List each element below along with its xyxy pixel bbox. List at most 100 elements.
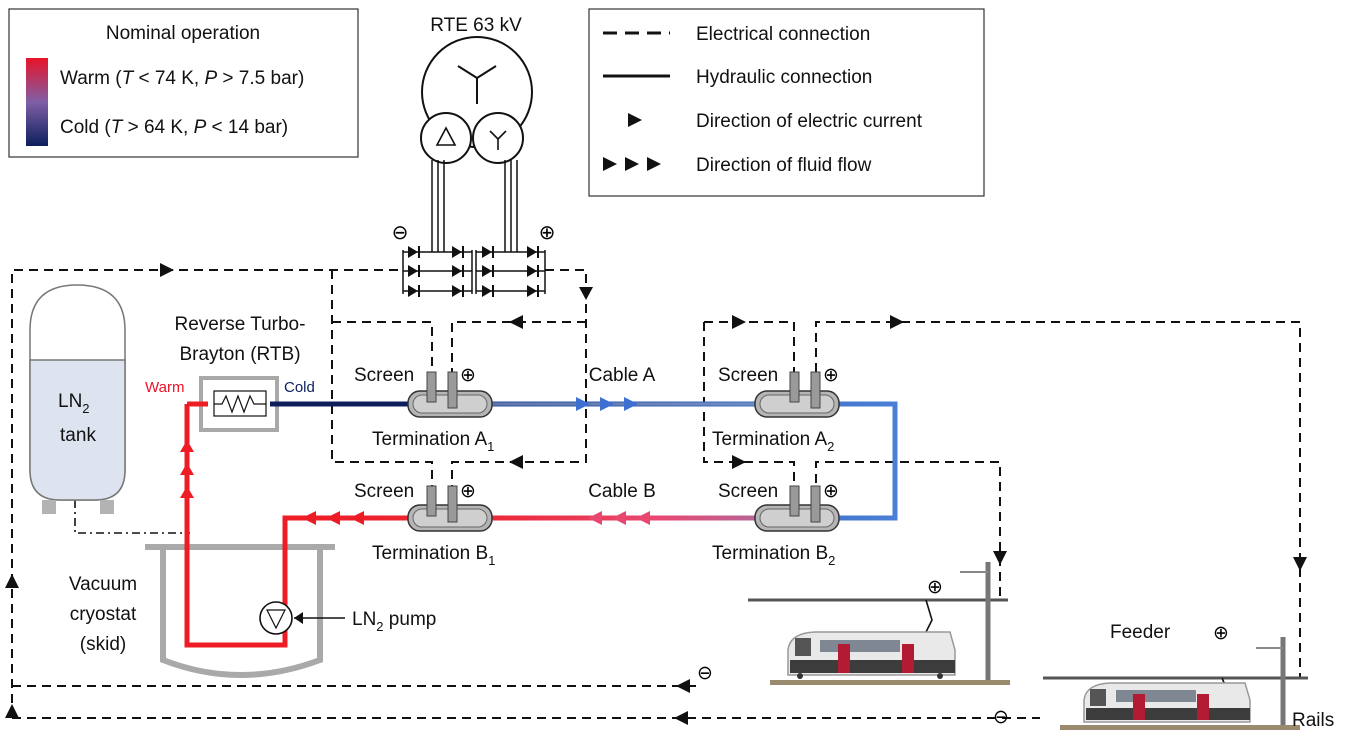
return-bus-left	[11, 269, 400, 718]
legend-nominal-title: Nominal operation	[106, 23, 260, 44]
rtb-label-line1: Reverse Turbo-	[175, 314, 306, 335]
legend-nominal-frame	[8, 8, 359, 158]
legend-cold-label: Cold (T > 64 K, P < 14 bar)	[60, 117, 288, 138]
rtb-unit: Reverse Turbo- Brayton (RTB) Warm Cold	[145, 314, 315, 432]
legend-line-types: Electrical connection Hydraulic connecti…	[588, 8, 985, 197]
current-arrow-icon	[509, 315, 523, 329]
legend-fluid-label: Direction of fluid flow	[696, 155, 872, 176]
plus-terminal-icon: ⊕	[823, 481, 839, 502]
screen-label: Screen	[354, 481, 414, 502]
vacuum-cryostat: Vacuum cryostat (skid)	[69, 544, 335, 678]
flow-arrow-icon	[350, 511, 364, 525]
current-arrow-icon	[628, 113, 642, 127]
rte-transformer: RTE 63 kV	[420, 15, 533, 252]
cryostat-label-1: Vacuum	[69, 574, 137, 595]
termination-b1: Screen ⊕ Termination B1	[354, 481, 495, 568]
termination-a1-label: Termination A1	[372, 429, 494, 454]
plus-terminal-icon: ⊕	[1213, 623, 1229, 644]
cable-a-label: Cable A	[589, 365, 656, 386]
pointer-arrow-icon	[294, 612, 303, 624]
screen-label: Screen	[718, 481, 778, 502]
catenary-1: ⊕	[748, 562, 1010, 685]
flow-arrow-icon	[625, 157, 639, 171]
minus-terminal-icon: ⊖	[697, 663, 713, 684]
flow-arrow-icon	[603, 157, 617, 171]
screen-label: Screen	[354, 365, 414, 386]
termination-a2: Screen ⊕ Termination A2	[712, 365, 840, 454]
rail-track	[1060, 725, 1300, 730]
flow-arrow-icon	[180, 440, 194, 452]
flow-arrow-icon	[302, 511, 316, 525]
feeder-label: Feeder	[1110, 622, 1171, 643]
train-2	[1083, 682, 1251, 723]
termination-b1-label: Termination B1	[372, 543, 495, 568]
cable-a-pipe	[410, 401, 898, 521]
train-1	[787, 631, 956, 679]
rails-label: Rails	[1292, 710, 1334, 731]
current-arrow-icon	[579, 287, 593, 300]
rte-label: RTE 63 kV	[430, 15, 522, 36]
minus-terminal-icon: ⊖	[392, 222, 409, 244]
flow-arrow-icon	[624, 397, 638, 411]
wye-symbol-icon	[489, 130, 507, 150]
wye-symbol-icon	[457, 65, 497, 104]
current-arrow-icon	[5, 574, 19, 588]
legend-warm-label: Warm (T < 74 K, P > 7.5 bar)	[60, 68, 304, 89]
plus-terminal-icon: ⊕	[823, 365, 839, 386]
tank-liquid	[29, 359, 126, 501]
current-arrow-icon	[160, 263, 174, 277]
current-arrow-icon	[1293, 557, 1307, 571]
temperature-gradient-swatch	[26, 58, 48, 146]
cryostat-label-3: (skid)	[80, 634, 126, 655]
plus-terminal-icon: ⊕	[927, 577, 943, 598]
screen-label: Screen	[718, 365, 778, 386]
hydraulic-loop	[180, 397, 898, 648]
plus-terminal-icon: ⊕	[460, 481, 476, 502]
rtb-warm-label: Warm	[145, 379, 184, 396]
cryostat-label-2: cryostat	[70, 604, 137, 625]
current-arrow-icon	[676, 679, 690, 693]
plus-bus-a1-b1	[451, 269, 587, 498]
current-arrow-icon	[993, 551, 1007, 565]
termination-b2-label: Termination B2	[712, 543, 835, 568]
flow-arrow-icon	[588, 511, 602, 525]
legend-electrical-label: Electrical connection	[696, 24, 870, 45]
rectifier-bridge: ⊖ ⊕	[392, 222, 556, 297]
rtb-cold-label: Cold	[284, 379, 315, 396]
diode-icons	[408, 246, 539, 297]
current-arrow-icon	[674, 711, 688, 725]
legend-nominal-operation: Nominal operation Warm (T < 74 K, P > 7.…	[8, 8, 359, 158]
current-arrow-icon	[5, 704, 19, 718]
current-arrow-icon	[509, 455, 523, 469]
tank-label-line2: tank	[60, 425, 96, 446]
minus-terminal-icon: ⊖	[993, 707, 1009, 728]
rtb-label-line2: Brayton (RTB)	[179, 344, 300, 365]
termination-a2-label: Termination A2	[712, 429, 834, 454]
flow-arrow-icon	[180, 463, 194, 475]
catenary-2: Feeder ⊕ Rails	[1043, 622, 1334, 731]
rail-track	[770, 680, 1010, 685]
flow-arrow-icon	[180, 486, 194, 498]
termination-a1: Screen ⊕ Termination A1	[354, 365, 494, 454]
flow-arrow-icon	[576, 397, 590, 411]
flow-arrow-icon	[326, 511, 340, 525]
cable-b-label: Cable B	[588, 481, 656, 502]
ln2-pump: LN2 pump	[259, 601, 436, 635]
current-arrow-icon	[732, 315, 746, 329]
current-arrow-icon	[732, 455, 746, 469]
flow-arrow-icon	[612, 511, 626, 525]
flow-arrow-icon	[600, 397, 614, 411]
termination-b2: Screen ⊕ Termination B2	[712, 481, 840, 568]
flow-arrow-icon	[636, 511, 650, 525]
current-arrow-icon	[890, 315, 904, 329]
delta-symbol-icon	[435, 126, 457, 146]
heat-exchanger-icon	[214, 394, 266, 414]
tank-fill-line	[74, 500, 190, 534]
transformer-secondary-delta	[420, 112, 472, 164]
plus-terminal-icon: ⊕	[460, 365, 476, 386]
pump-label: LN2 pump	[352, 609, 436, 634]
plus-terminal-icon: ⊕	[539, 222, 556, 244]
tank-label: LN2	[58, 391, 90, 416]
ln2-tank: LN2 tank	[29, 284, 126, 514]
